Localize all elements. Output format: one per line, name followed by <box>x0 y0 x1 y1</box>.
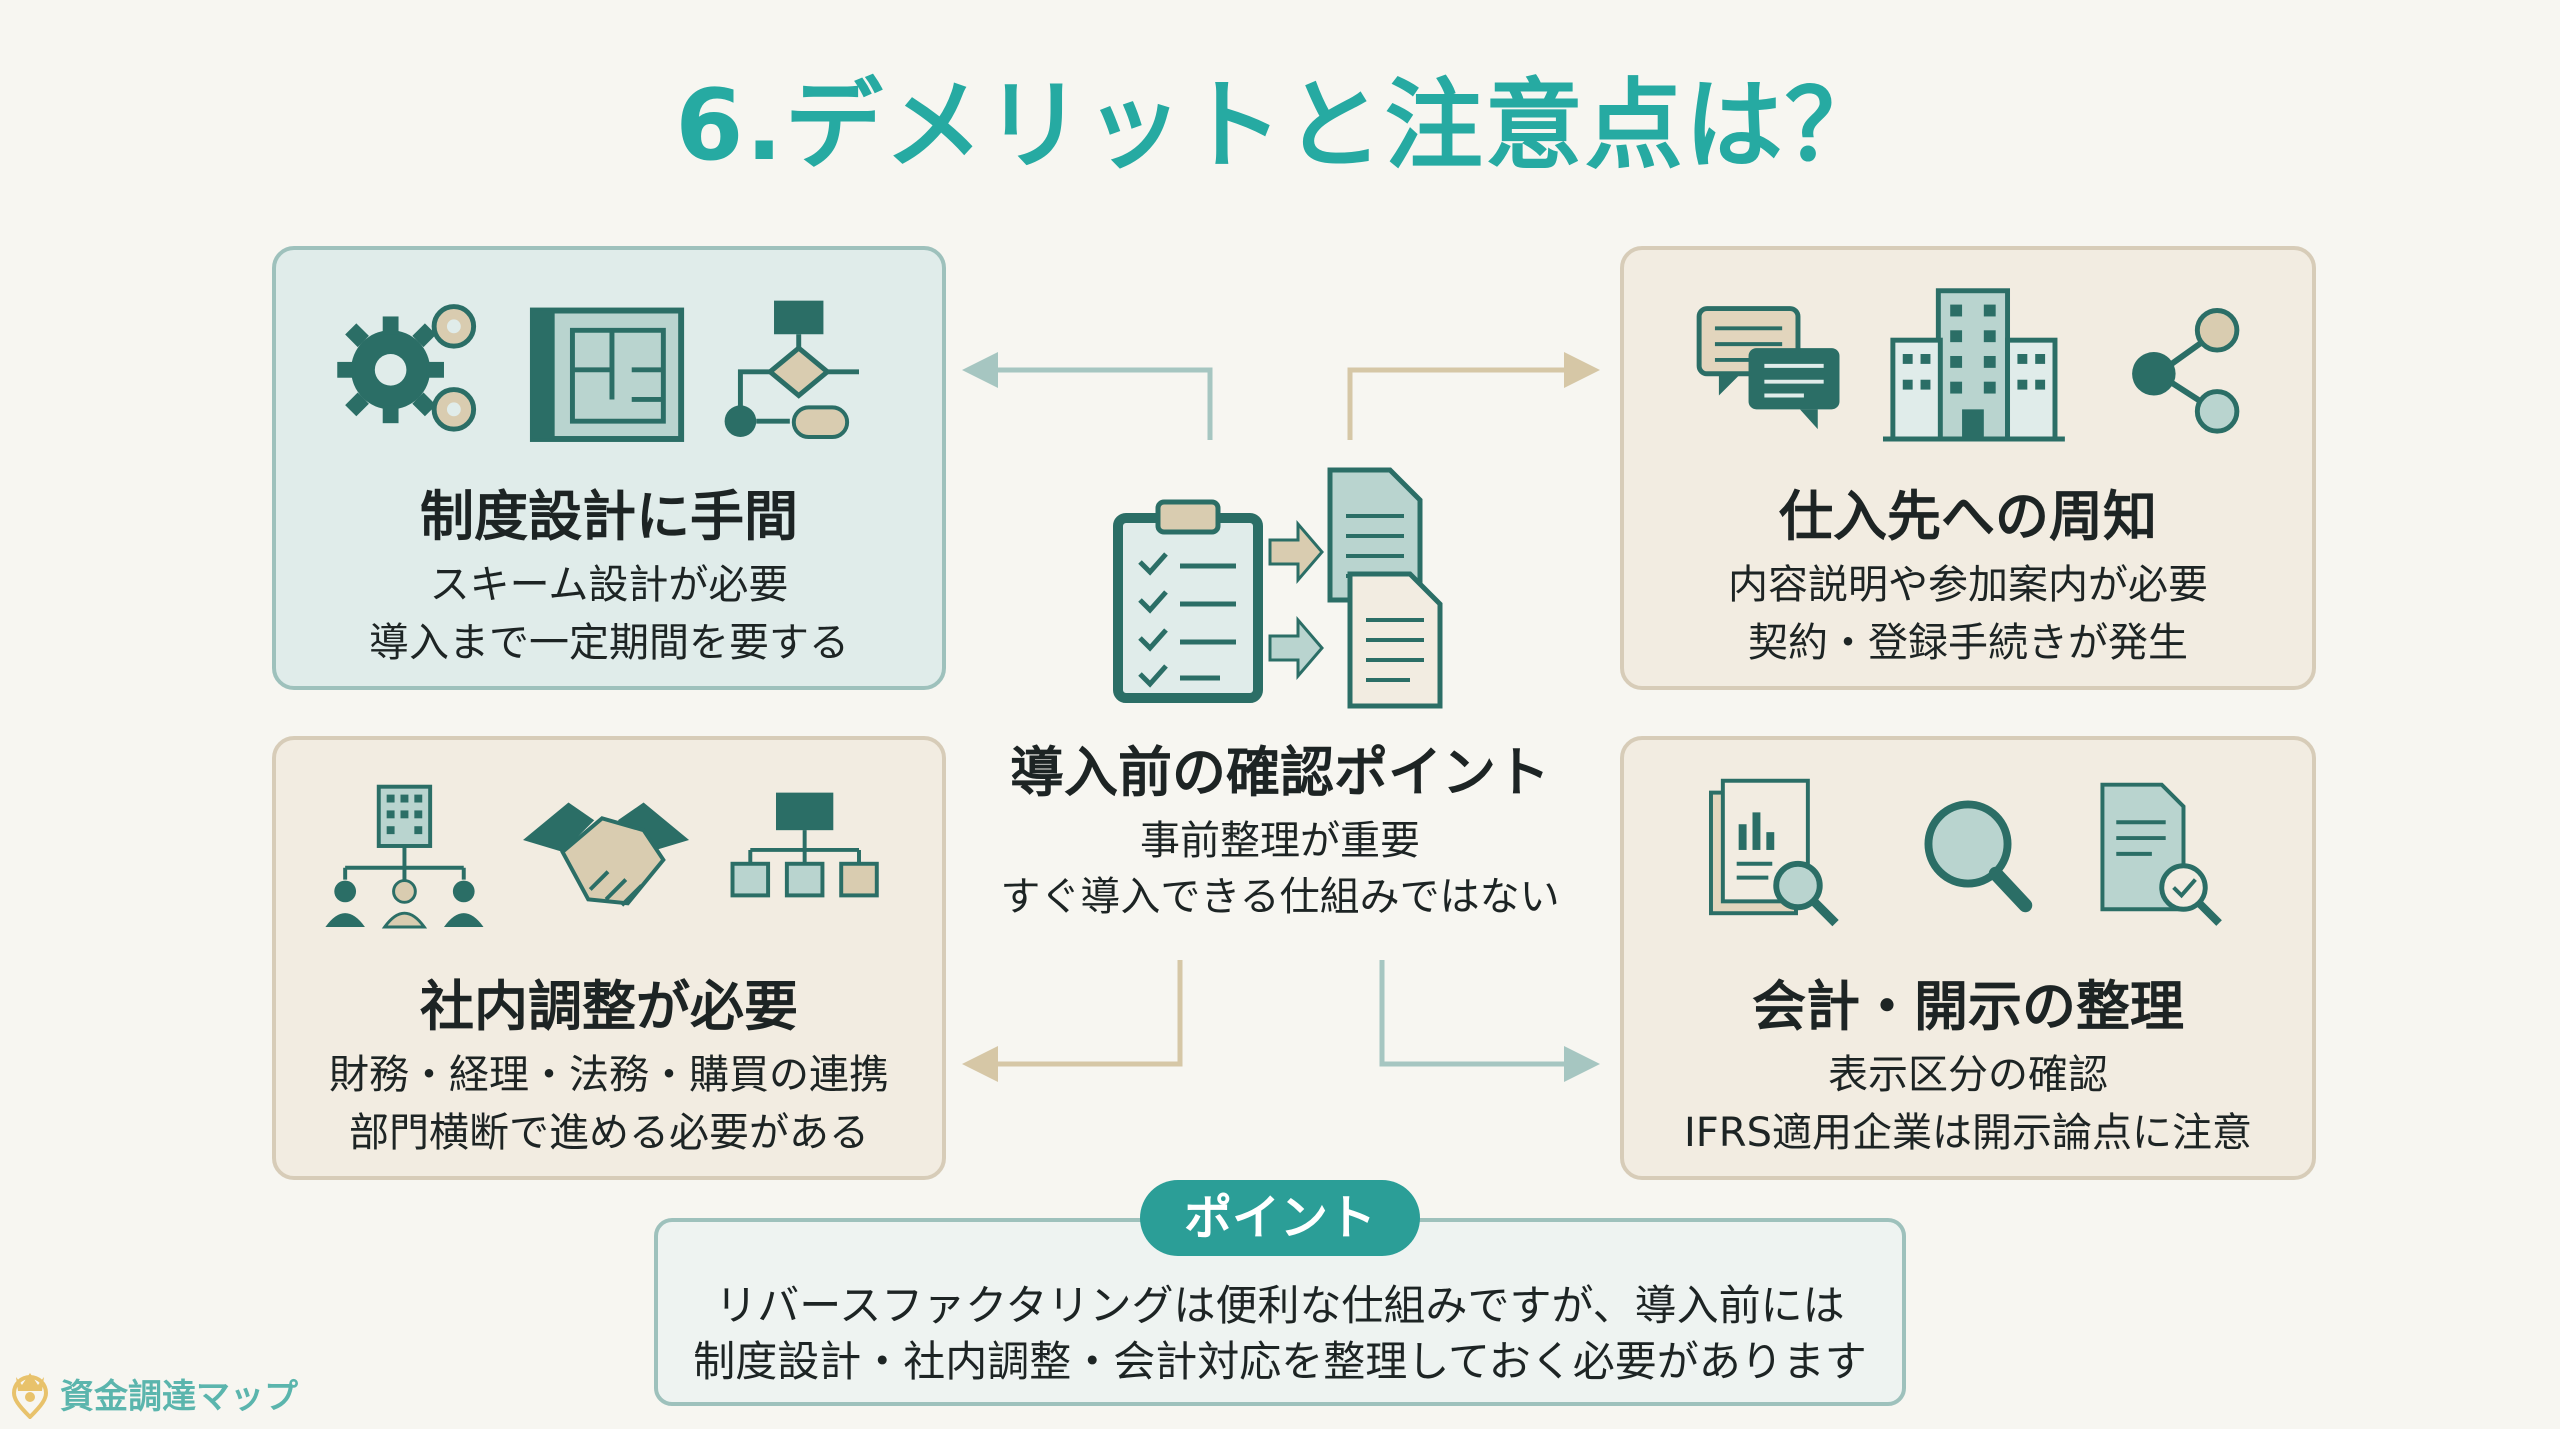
arrowhead-bottom-left <box>962 1046 998 1082</box>
card-line: 表示区分の確認 <box>1828 1052 2108 1098</box>
brand-name: 資金調達マップ <box>60 1376 298 1417</box>
center-line: 事前整理が重要 <box>1140 818 1420 864</box>
arrowhead-top-right <box>1564 352 1600 388</box>
card-line: 財務・経理・法務・購買の連携 <box>329 1052 889 1098</box>
point-line: リバースファクタリングは便利な仕組みですが、導入前には <box>715 1281 1845 1330</box>
point-label: ポイント <box>1140 1180 1420 1256</box>
brand-logo: 資金調達マップ <box>8 1366 298 1420</box>
arrow-to-top-left <box>990 367 1213 440</box>
card-line: スキーム設計が必要 <box>429 562 789 608</box>
arrow-to-top-right <box>1347 367 1572 440</box>
card-heading: 会計・開示の整理 <box>1752 975 2184 1038</box>
arrowhead-bottom-right <box>1564 1046 1600 1082</box>
card-heading: 社内調整が必要 <box>420 975 798 1038</box>
blueprint-icon <box>529 307 685 442</box>
card-icons <box>337 300 859 442</box>
report-search-icon <box>1709 778 1839 927</box>
arrow-to-bottom-right <box>1379 960 1572 1067</box>
card-supplier-notice: 仕入先への周知 内容説明や参加案内が必要 契約・登録手続きが発生 <box>1620 246 2316 690</box>
org-chart-icon <box>730 792 879 898</box>
arrow-right-icon <box>1268 615 1324 681</box>
share-icon <box>2132 308 2240 434</box>
document-check-icon <box>2100 782 2222 926</box>
card-icons <box>1709 778 2222 927</box>
card-line: 部門横断で進める必要がある <box>349 1110 869 1156</box>
handshake-icon <box>523 802 690 907</box>
magnifier-icon <box>1924 800 2033 913</box>
chat-bubbles-icon <box>1696 306 1840 430</box>
card-icons <box>1696 288 2240 442</box>
center-line: すぐ導入できる仕組みではない <box>1000 874 1560 920</box>
arrowhead-top-left <box>962 352 998 388</box>
card-line: 導入まで一定期間を要する <box>369 620 849 666</box>
arrow-right-icon <box>1268 519 1324 585</box>
organization-icon <box>325 784 484 929</box>
document-icon <box>1327 467 1423 603</box>
card-internal-coordination: 社内調整が必要 財務・経理・法務・購買の連携 部門横断で進める必要がある <box>272 736 946 1180</box>
card-line: IFRS適用企業は開示論点に注意 <box>1684 1110 2252 1156</box>
crown-pin-icon <box>11 1373 49 1419</box>
card-accounting-disclosure: 会計・開示の整理 表示区分の確認 IFRS適用企業は開示論点に注意 <box>1620 736 2316 1180</box>
clipboard-icon <box>1113 499 1263 703</box>
document-icon <box>1347 571 1443 709</box>
card-icons <box>325 784 879 929</box>
page-title: 6.デメリットと注意点は？ <box>675 69 1885 183</box>
card-system-design: 制度設計に手間 スキーム設計が必要 導入まで一定期間を要する <box>272 246 946 690</box>
gears-icon <box>337 304 477 432</box>
card-heading: 制度設計に手間 <box>420 485 798 548</box>
center-title: 導入前の確認ポイント <box>1010 741 1550 804</box>
card-line: 内容説明や参加案内が必要 <box>1728 562 2208 608</box>
office-building-icon <box>1882 288 2065 442</box>
arrow-to-bottom-left <box>990 960 1183 1067</box>
card-line: 契約・登録手続きが発生 <box>1748 620 2188 666</box>
point-line: 制度設計・社内調整・会計対応を整理しておく必要があります <box>693 1337 1867 1386</box>
card-heading: 仕入先への周知 <box>1779 485 2157 548</box>
flowchart-icon <box>724 300 859 439</box>
